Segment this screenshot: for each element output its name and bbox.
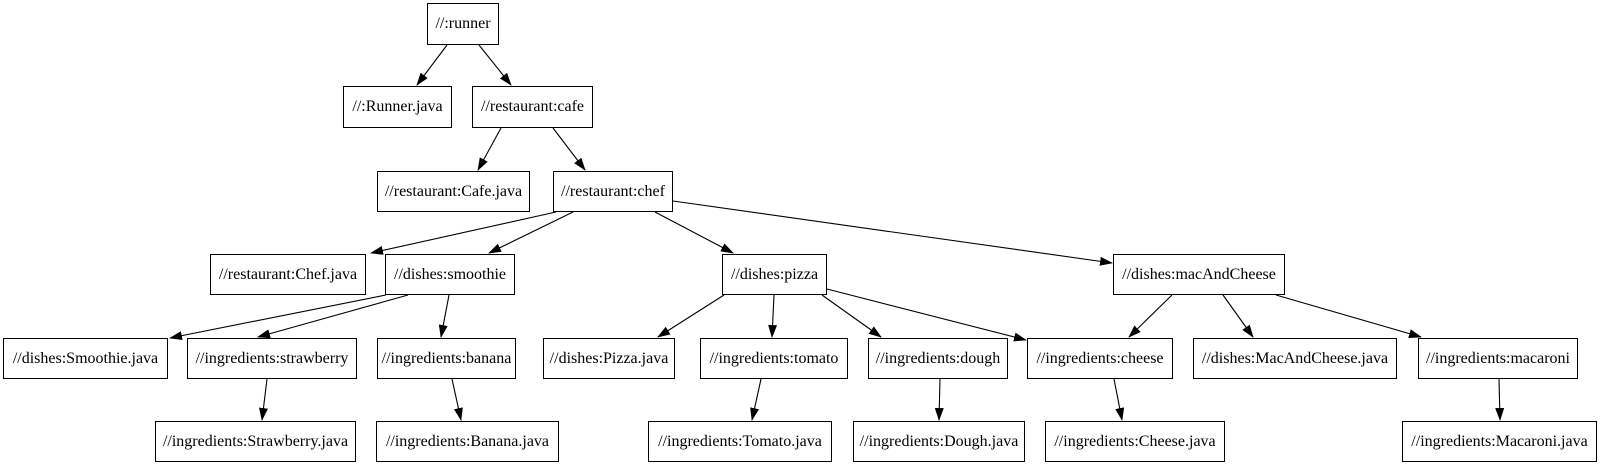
graph-node-chef: //restaurant:chef — [553, 171, 673, 212]
graph-edge-smoothie-to-smoothie-java — [169, 294, 387, 341]
graph-edge-mac-and-cheese-to-mac-and-cheese-java — [1222, 294, 1254, 338]
graph-edge-macaroni-to-macaroni-java — [1495, 378, 1505, 421]
graph-node-smoothie: //dishes:smoothie — [385, 254, 515, 295]
graph-edge-dough-to-dough-java — [934, 378, 944, 421]
graph-node-strawberry-java: //ingredients:Strawberry.java — [155, 421, 356, 462]
graph-node-strawberry: //ingredients:strawberry — [187, 338, 357, 379]
graph-node-chef-java: //restaurant:Chef.java — [210, 254, 366, 295]
graph-node-cafe: //restaurant:cafe — [472, 86, 593, 128]
graph-node-runner: //:runner — [427, 3, 499, 45]
graph-edge-pizza-to-dough — [821, 294, 882, 338]
graph-edge-chef-to-pizza — [654, 211, 734, 254]
graph-edge-smoothie-to-banana — [438, 294, 450, 338]
graph-edge-smoothie-to-strawberry — [257, 294, 409, 339]
graph-edge-mac-and-cheese-to-cheese — [1128, 294, 1173, 338]
graph-node-tomato: //ingredients:tomato — [700, 338, 848, 379]
graph-edge-mac-and-cheese-to-macaroni — [1275, 294, 1422, 338]
graph-edge-cafe-to-chef — [552, 127, 586, 171]
graph-edge-tomato-to-tomato-java — [750, 378, 762, 421]
graph-node-runner-java: //:Runner.java — [343, 86, 452, 128]
graph-node-cheese: //ingredients:cheese — [1027, 338, 1173, 379]
graph-edge-pizza-to-tomato — [768, 294, 778, 338]
graph-node-tomato-java: //ingredients:Tomato.java — [648, 421, 832, 462]
graph-node-cheese-java: //ingredients:Cheese.java — [1045, 421, 1225, 462]
graph-node-pizza: //dishes:pizza — [722, 254, 827, 295]
graph-node-mac-and-cheese-java: //dishes:MacAndCheese.java — [1193, 338, 1397, 379]
graph-edge-runner-to-cafe — [478, 44, 512, 86]
graph-edge-strawberry-to-strawberry-java — [258, 378, 268, 421]
graph-edge-banana-to-banana-java — [451, 378, 463, 421]
graph-edge-pizza-to-cheese — [826, 288, 1027, 342]
graph-edge-chef-to-mac-and-cheese — [672, 200, 1113, 266]
graph-node-dough-java: //ingredients:Dough.java — [853, 421, 1025, 462]
graph-edge-runner-to-runner-java — [416, 44, 448, 86]
graph-node-pizza-java: //dishes:Pizza.java — [543, 338, 675, 379]
graph-edge-pizza-to-pizza-java — [657, 294, 725, 338]
graph-node-macaroni: //ingredients:macaroni — [1418, 338, 1578, 379]
graph-node-smoothie-java: //dishes:Smoothie.java — [3, 338, 168, 379]
graph-edge-chef-to-smoothie — [488, 211, 574, 254]
graph-node-mac-and-cheese: //dishes:macAndCheese — [1113, 254, 1285, 295]
graph-edge-cafe-to-cafe-java — [477, 127, 502, 171]
graph-node-dough: //ingredients:dough — [868, 338, 1008, 379]
graph-node-cafe-java: //restaurant:Cafe.java — [377, 171, 530, 212]
graph-node-banana: //ingredients:banana — [377, 338, 516, 379]
graph-node-macaroni-java: //ingredients:Macaroni.java — [1402, 421, 1597, 462]
graph-edge-cheese-to-cheese-java — [1113, 378, 1125, 421]
graph-edge-chef-to-chef-java — [370, 211, 557, 255]
graph-node-banana-java: //ingredients:Banana.java — [376, 421, 559, 462]
